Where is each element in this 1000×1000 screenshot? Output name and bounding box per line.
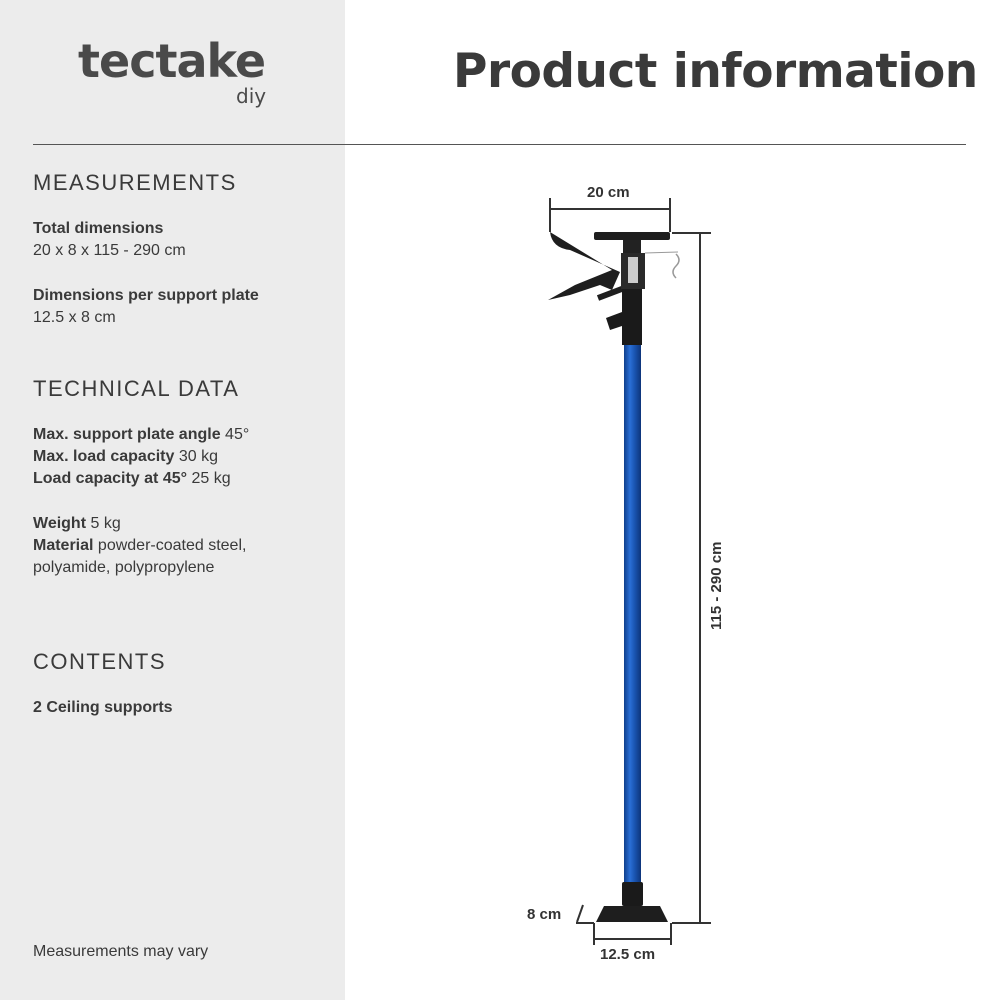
load45-label: Load capacity at 45°: [33, 470, 188, 487]
contents-item: 2 Ceiling supports: [33, 699, 173, 716]
weight-value: 5 kg: [90, 515, 121, 532]
total-dimensions-label: Total dimensions: [33, 220, 164, 237]
brand-sub: diy: [236, 84, 267, 108]
material-value: powder-coated steel, polyamide, polyprop…: [33, 537, 247, 576]
divider: [33, 144, 966, 145]
dimension-lines: [549, 198, 711, 945]
contents-heading: CONTENTS: [33, 649, 166, 674]
plate-dimensions-label: Dimensions per support plate: [33, 287, 259, 304]
material-label: Material: [33, 537, 94, 554]
weight-label: Weight: [33, 515, 87, 532]
total-dimensions-value: 20 x 8 x 115 - 290 cm: [33, 242, 186, 259]
load45-value: 25 kg: [191, 470, 231, 487]
info-panel: [0, 0, 345, 1000]
measurements-heading: MEASUREMENTS: [33, 170, 237, 195]
plate-dimensions-value: 12.5 x 8 cm: [33, 309, 116, 326]
dim-plate-width: 12.5 cm: [600, 946, 656, 963]
dim-top-width: 20 cm: [587, 184, 630, 201]
load-label: Max. load capacity: [33, 448, 175, 465]
angle-value: 45°: [225, 426, 250, 443]
angle-label: Max. support plate angle: [33, 426, 221, 443]
dim-plate-depth: 8 cm: [527, 906, 562, 923]
footnote: Measurements may vary: [33, 943, 209, 960]
page-title: Product information: [453, 44, 978, 99]
dim-height: 115 - 290 cm: [708, 541, 725, 630]
technical-heading: TECHNICAL DATA: [33, 376, 240, 401]
brand-logo: tectake: [78, 34, 266, 88]
load-value: 30 kg: [178, 448, 218, 465]
